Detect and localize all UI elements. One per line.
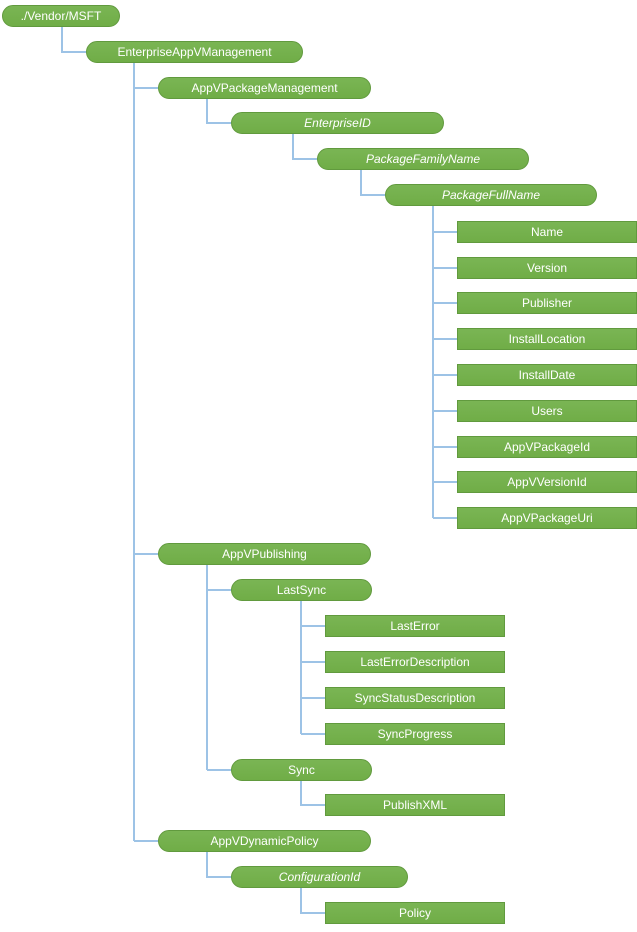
tree-node-label: PackageFullName bbox=[441, 188, 541, 202]
tree-node-last-error-description: LastErrorDescription bbox=[325, 651, 505, 673]
tree-node-appv-version-id: AppVVersionId bbox=[457, 471, 637, 493]
connector-line bbox=[206, 852, 231, 878]
tree-node-publish-xml: PublishXML bbox=[325, 794, 505, 816]
tree-node-install-location: InstallLocation bbox=[457, 328, 637, 350]
tree-node-appv-package-id: AppVPackageId bbox=[457, 436, 637, 458]
tree-node-package-family-name: PackageFamilyName bbox=[317, 148, 529, 170]
tree-node-appv-package-uri: AppVPackageUri bbox=[457, 507, 637, 529]
tree-node-label: Name bbox=[530, 225, 563, 239]
tree-node-vendor-msft: ./Vendor/MSFT bbox=[2, 5, 120, 27]
connector-line bbox=[206, 99, 231, 124]
tree-node-users: Users bbox=[457, 400, 637, 422]
tree-node-label: InstallDate bbox=[518, 368, 576, 382]
tree-node-version: Version bbox=[457, 257, 637, 279]
tree-node-enterprise-appv-management: EnterpriseAppVManagement bbox=[86, 41, 303, 63]
tree-node-policy: Policy bbox=[325, 902, 505, 924]
tree-node-label: Publisher bbox=[521, 296, 573, 310]
tree-node-enterprise-id: EnterpriseID bbox=[231, 112, 444, 134]
connector-line bbox=[360, 170, 385, 196]
tree-node-label: EnterpriseID bbox=[304, 116, 371, 130]
tree-node-label: Version bbox=[526, 261, 568, 275]
tree-node-label: LastErrorDescription bbox=[360, 655, 470, 669]
connector-line bbox=[61, 27, 86, 53]
tree-node-label: LastSync bbox=[276, 583, 327, 597]
tree-node-label: LastError bbox=[390, 619, 440, 633]
tree-node-label: ./Vendor/MSFT bbox=[20, 9, 102, 23]
connector-line bbox=[300, 888, 325, 914]
connector-line bbox=[292, 134, 317, 160]
tree-node-configuration-id: ConfigurationId bbox=[231, 866, 408, 888]
tree-node-package-full-name: PackageFullName bbox=[385, 184, 597, 206]
tree-node-label: AppVPackageUri bbox=[501, 511, 593, 525]
tree-node-label: PublishXML bbox=[382, 798, 448, 812]
tree-node-last-sync: LastSync bbox=[231, 579, 372, 601]
connector-line bbox=[300, 781, 325, 806]
tree-node-label: ConfigurationId bbox=[278, 870, 361, 884]
tree-node-label: Users bbox=[531, 404, 563, 418]
tree-node-label: AppVPackageId bbox=[503, 440, 591, 454]
tree-node-appv-dynamic-policy: AppVDynamicPolicy bbox=[158, 830, 371, 852]
tree-node-sync-status-description: SyncStatusDescription bbox=[325, 687, 505, 709]
tree-node-label: AppVVersionId bbox=[507, 475, 587, 489]
tree-node-install-date: InstallDate bbox=[457, 364, 637, 386]
tree-node-label: Sync bbox=[288, 763, 315, 777]
tree-node-sync-progress: SyncProgress bbox=[325, 723, 505, 745]
tree-node-label: AppVPackageManagement bbox=[191, 81, 338, 95]
tree-node-sync: Sync bbox=[231, 759, 372, 781]
tree-node-label: SyncStatusDescription bbox=[354, 691, 476, 705]
tree-node-label: AppVPublishing bbox=[222, 547, 307, 561]
tree-node-publisher: Publisher bbox=[457, 292, 637, 314]
tree-node-appv-package-management: AppVPackageManagement bbox=[158, 77, 371, 99]
tree-node-label: Policy bbox=[398, 906, 431, 920]
tree-node-label: AppVDynamicPolicy bbox=[210, 834, 319, 848]
tree-node-label: SyncProgress bbox=[377, 727, 453, 741]
tree-node-name: Name bbox=[457, 221, 637, 243]
tree-node-last-error: LastError bbox=[325, 615, 505, 637]
tree-node-appv-publishing: AppVPublishing bbox=[158, 543, 371, 565]
tree-node-label: EnterpriseAppVManagement bbox=[117, 45, 272, 59]
tree-node-label: InstallLocation bbox=[508, 332, 586, 346]
tree-node-label: PackageFamilyName bbox=[365, 152, 481, 166]
